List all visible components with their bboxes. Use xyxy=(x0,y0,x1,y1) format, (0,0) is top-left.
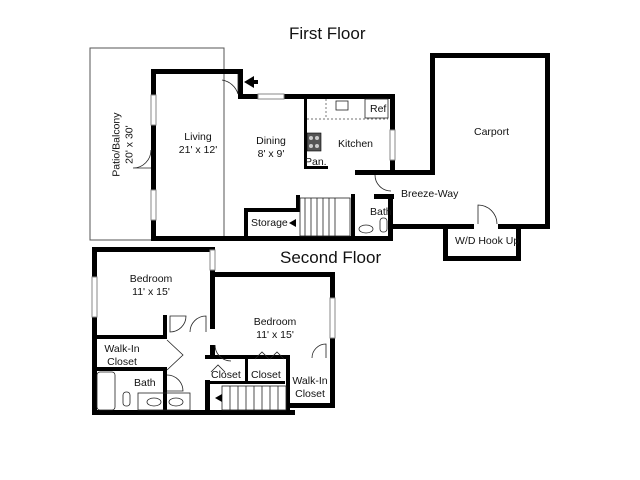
closet-door-swing-left xyxy=(210,364,226,373)
first-floor-walls xyxy=(151,53,550,261)
living-size: 21' x 12' xyxy=(178,143,218,156)
walkin1-line2: Closet xyxy=(107,355,137,368)
stair-arrow-icon xyxy=(215,394,222,402)
bedroom2-label: Bedroom 11' x 15' xyxy=(250,316,300,341)
first-floor-title: First Floor xyxy=(289,24,366,43)
walkin1-line1: Walk-In xyxy=(104,343,140,355)
breezeway-label: Breeze-Way xyxy=(401,188,459,200)
second-bath-toilet xyxy=(122,391,131,407)
bedroom1-name: Bedroom xyxy=(129,273,173,285)
patio-name: Patio/Balcony xyxy=(110,112,123,177)
ref-label: Ref xyxy=(370,103,387,115)
entry-door-swing xyxy=(221,74,239,95)
bedroom1-window xyxy=(91,276,98,318)
second-bath-label: Bath xyxy=(134,377,156,389)
dining-size: 8' x 9' xyxy=(257,147,285,160)
bed2-door-swing xyxy=(214,344,232,362)
second-bath-sink-left xyxy=(146,397,162,407)
second-bath-sink-right xyxy=(168,397,184,407)
walkin2-line2: Closet xyxy=(295,387,325,400)
walkin2-line1: Walk-In xyxy=(292,375,328,387)
kitchen-window xyxy=(389,129,396,161)
second-floor-title: Second Floor xyxy=(280,248,382,267)
storage-arrow-icon xyxy=(289,219,296,227)
bedroom2-size: 11' x 15' xyxy=(256,328,294,341)
entry-arrow-stem xyxy=(252,80,258,84)
kitchen-counter xyxy=(307,99,388,120)
bedroom1-window-right xyxy=(209,249,216,271)
patio-door-swing xyxy=(132,149,152,169)
first-floor-stairs xyxy=(299,197,351,237)
second-bath-vanity xyxy=(137,392,191,411)
sink-icon xyxy=(335,100,349,111)
dining-window xyxy=(257,93,285,100)
bedroom1-label: Bedroom 11' x 15' xyxy=(126,273,176,298)
second-floor-stairs xyxy=(221,385,287,411)
walkin2-label: Walk-In Closet xyxy=(290,375,330,400)
patio-label: Patio/Balcony 20' x 30' xyxy=(110,90,135,200)
living-window-lower xyxy=(150,189,157,221)
bath2-door-swing xyxy=(166,374,184,392)
stove-icon xyxy=(306,132,322,152)
entry-arrow-icon xyxy=(244,76,254,88)
patio-size: 20' x 30' xyxy=(123,125,135,164)
closet1-label: Closet xyxy=(211,369,241,381)
closet2-label: Closet xyxy=(251,369,281,381)
storage-label: Storage xyxy=(251,217,288,229)
bath-door-swing xyxy=(374,174,392,192)
hall-door-swing xyxy=(166,339,184,371)
bedroom2-window xyxy=(329,297,336,339)
walkin1-label: Walk-In Closet xyxy=(99,343,145,368)
first-bath-sink xyxy=(358,224,374,234)
patio-outline xyxy=(89,47,225,241)
kitchen-label: Kitchen xyxy=(338,138,374,150)
ref-outline xyxy=(364,98,389,119)
pan-label: Pan. xyxy=(305,156,327,168)
bed1-door-swing-b xyxy=(189,315,207,333)
dining-label: Dining 8' x 9' xyxy=(254,135,288,160)
living-window-upper xyxy=(150,94,157,126)
dining-name: Dining xyxy=(256,135,286,147)
living-name: Living xyxy=(184,131,212,143)
wd-label: W/D Hook Up xyxy=(455,235,520,247)
carport-door-swing xyxy=(477,204,498,225)
closet-door-swing xyxy=(254,351,285,360)
first-bath-toilet xyxy=(379,217,388,233)
living-label: Living 21' x 12' xyxy=(175,131,221,156)
first-bath-label: Bath xyxy=(370,206,392,218)
walkin-door-swing xyxy=(311,343,327,359)
carport-label: Carport xyxy=(474,126,510,138)
bedroom2-name: Bedroom xyxy=(253,316,297,328)
bed1-door-swing xyxy=(169,315,187,333)
bathtub-icon xyxy=(96,371,116,411)
bedroom1-size: 11' x 15' xyxy=(132,285,170,298)
